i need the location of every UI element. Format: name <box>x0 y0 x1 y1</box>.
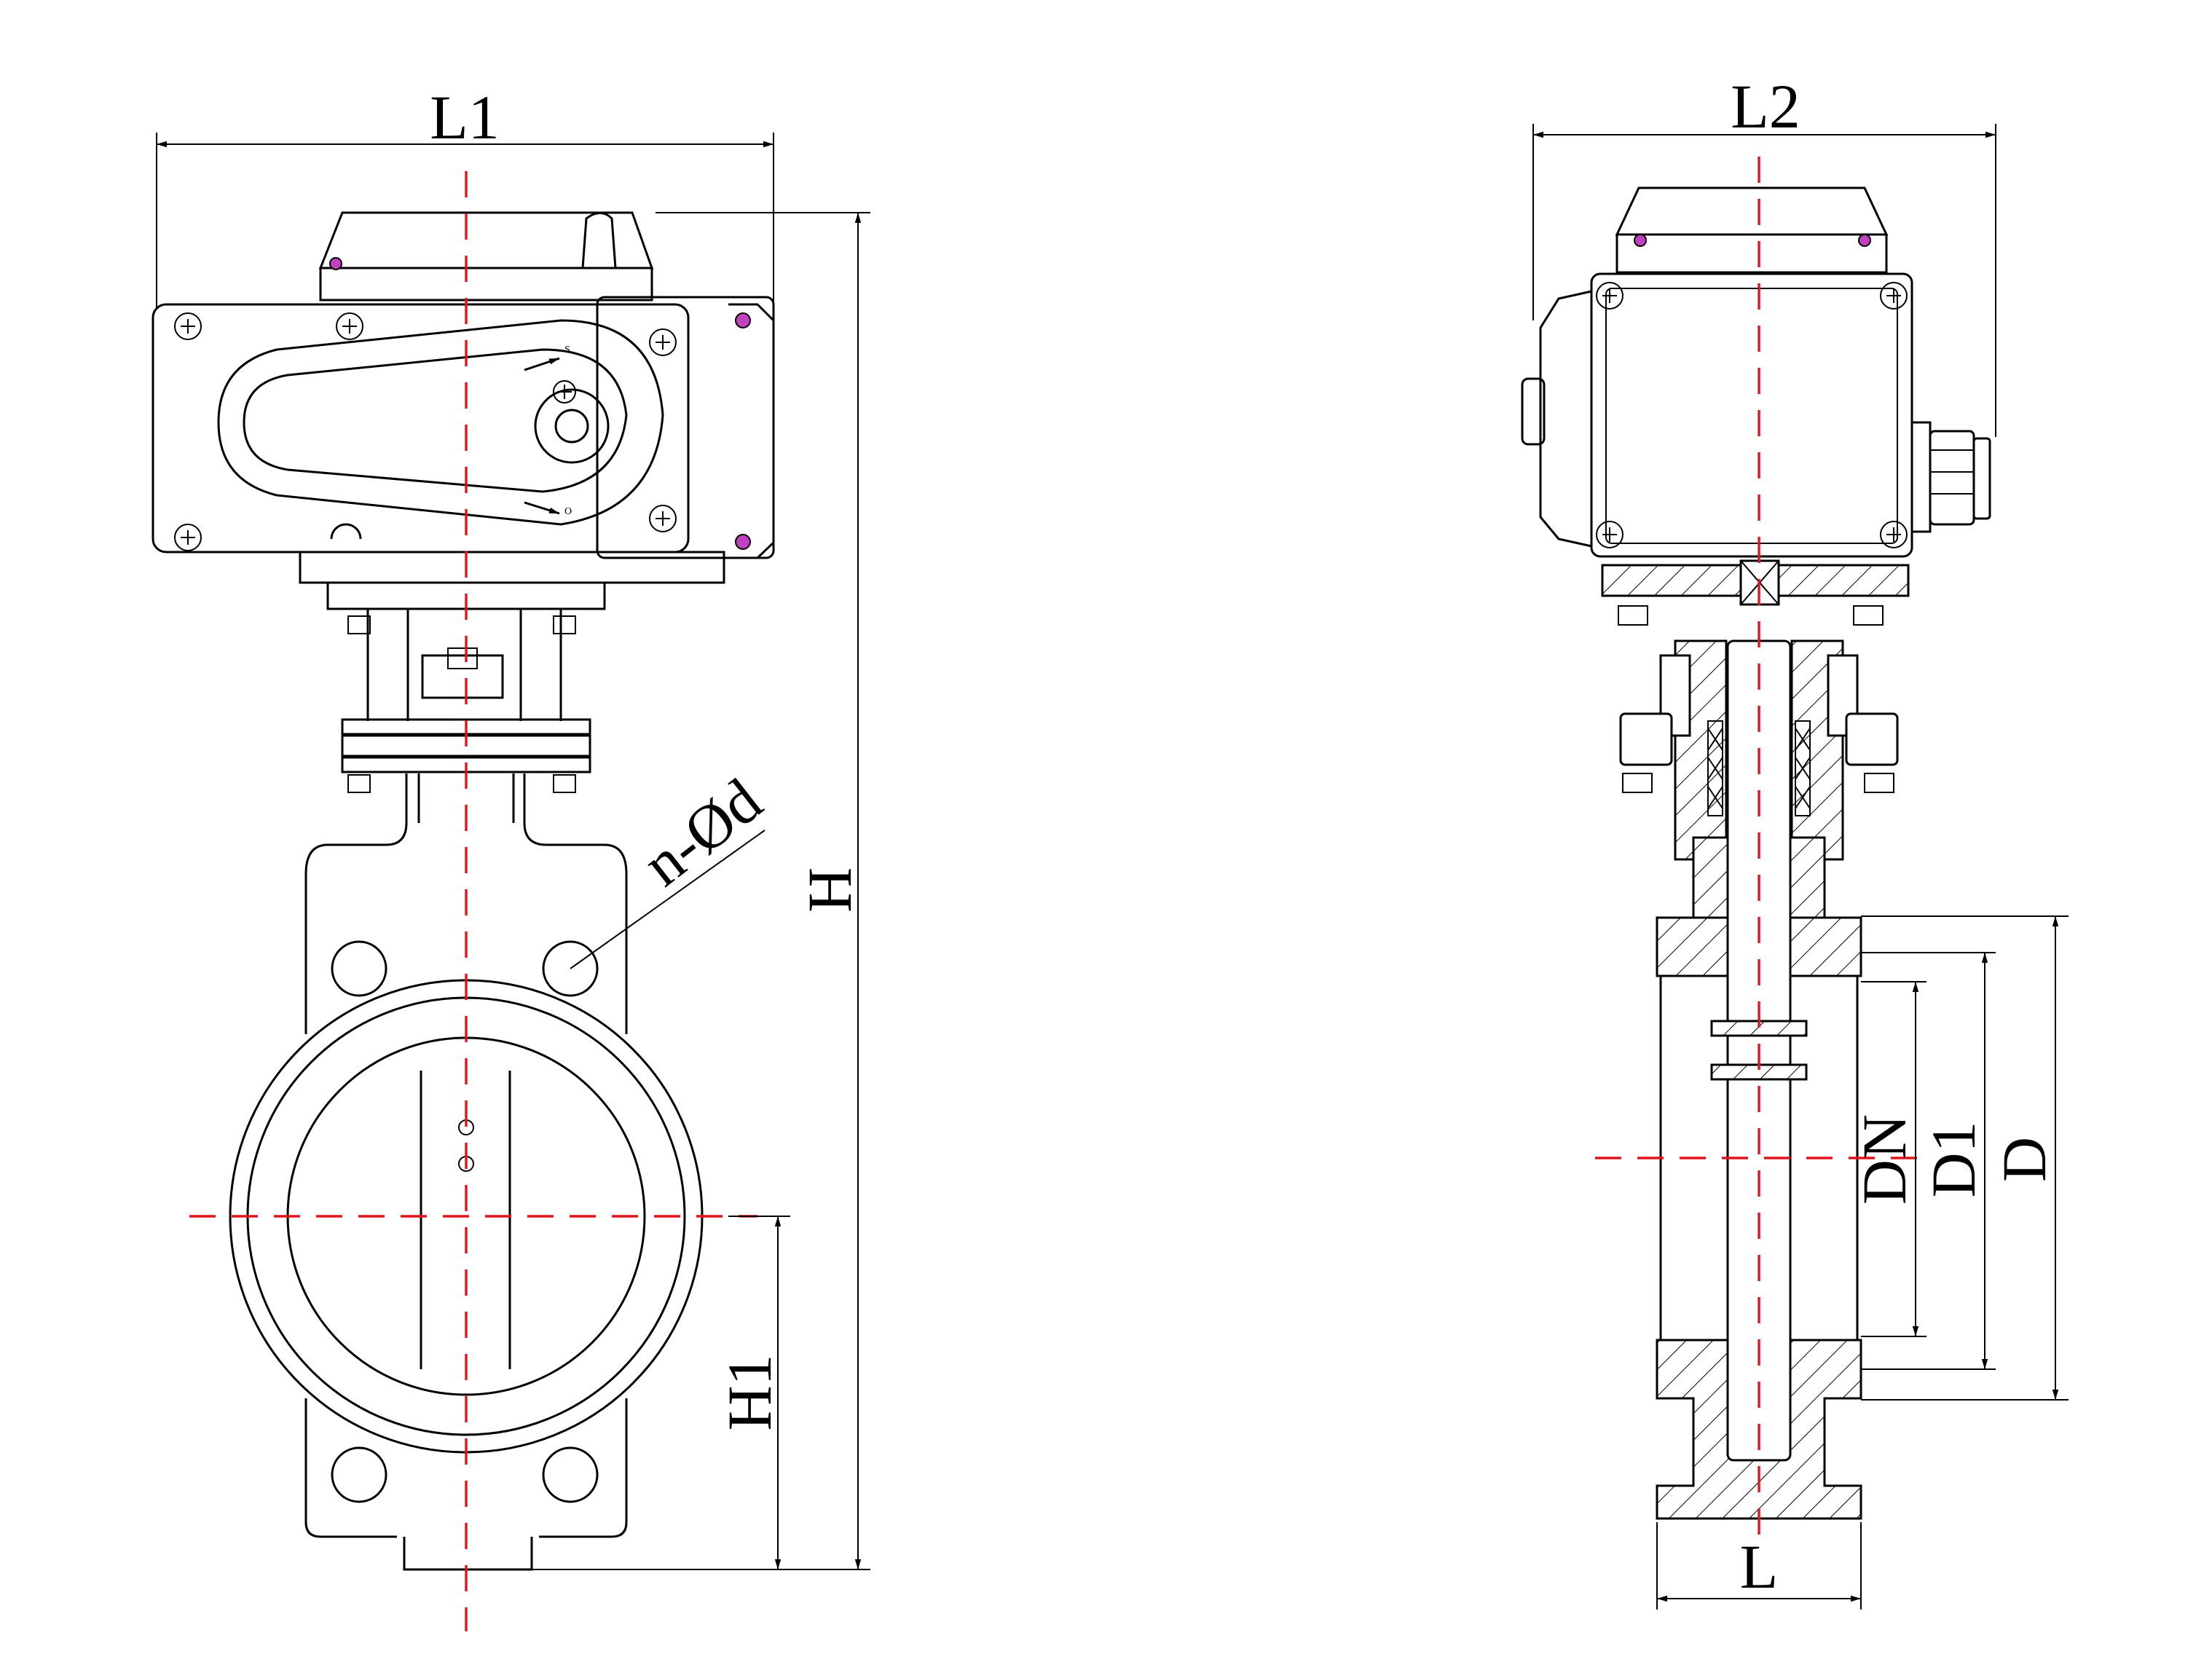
label-d: D <box>1989 1137 2059 1182</box>
dimension-l: L <box>1656 1522 1862 1610</box>
dimension-dn-d1-d: DN D1 D <box>1849 915 2069 1401</box>
label-l1: L1 <box>430 82 500 152</box>
rotate-icon <box>330 523 362 540</box>
holes-leader: n-Ød <box>570 765 774 969</box>
housing-screws <box>174 312 677 551</box>
side-screws <box>1596 282 1908 548</box>
dimension-l2: L2 <box>1532 71 1996 437</box>
label-h1: H1 <box>715 1354 784 1430</box>
actuator-top-cover <box>318 211 654 302</box>
front-view: S O <box>151 82 870 1631</box>
dimension-l1: L1 <box>156 82 774 310</box>
dimension-h: H <box>532 212 870 1570</box>
label-holes: n-Ød <box>630 765 774 899</box>
side-view: L2 DN D1 D L <box>1521 71 2069 1610</box>
cover-screw-icon <box>329 257 342 270</box>
mounting-bracket <box>326 581 606 793</box>
label-d1: D1 <box>1918 1121 1988 1197</box>
label-dn: DN <box>1849 1114 1919 1205</box>
side-bracket <box>1619 639 1899 861</box>
arrow-bottom-mark: O <box>564 506 572 517</box>
dimension-h1: H1 <box>715 1216 790 1569</box>
label-l: L <box>1740 1532 1779 1602</box>
label-l2: L2 <box>1731 71 1800 141</box>
label-h: H <box>795 867 865 913</box>
actuator-housing: S O <box>151 296 775 584</box>
arrow-top-mark: S <box>564 344 570 355</box>
side-actuator-body <box>1590 272 1913 558</box>
